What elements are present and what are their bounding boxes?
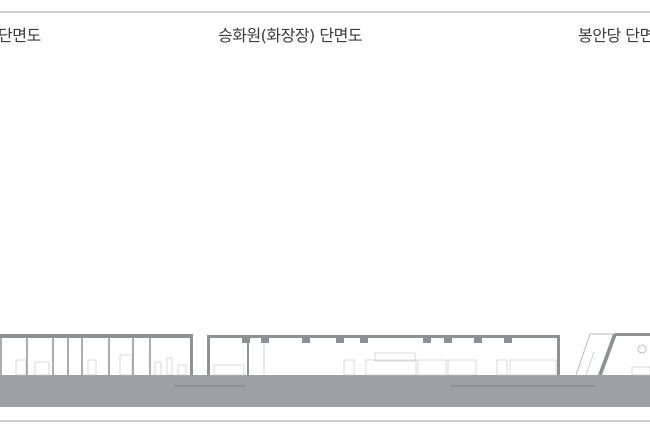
section-title-right: 봉안당 단면도 <box>578 26 650 45</box>
right-building <box>575 333 650 376</box>
ceiling-beams <box>242 337 512 343</box>
top-rule <box>0 11 650 13</box>
left-building <box>0 334 193 376</box>
center-building <box>207 335 560 376</box>
section-title-left: 단면도 <box>0 26 41 45</box>
ground-slab <box>0 375 650 407</box>
bottom-rule <box>0 420 650 422</box>
section-title-center: 승화원(화장장) 단면도 <box>218 26 363 45</box>
